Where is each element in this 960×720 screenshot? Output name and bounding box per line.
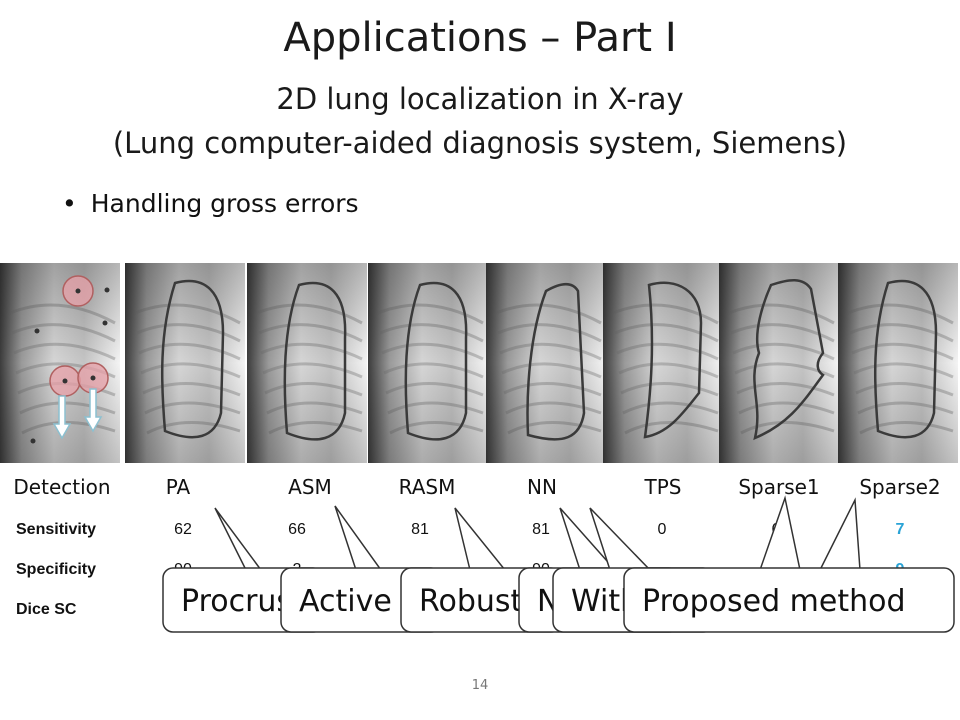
xray-panel-7 bbox=[719, 263, 839, 463]
table-row-label: Sensitivity bbox=[16, 521, 97, 538]
table-row-label: Specificity bbox=[16, 561, 97, 578]
xray-panel-2 bbox=[125, 263, 245, 463]
lung-contour bbox=[283, 281, 347, 441]
bullet-item: • Handling gross errors bbox=[62, 188, 359, 220]
slide-subtitle: 2D lung localization in X-ray bbox=[276, 82, 684, 116]
arrow-down-icon bbox=[52, 395, 72, 440]
lung-contour bbox=[643, 281, 703, 439]
xray-panel-5 bbox=[486, 263, 606, 463]
method-label: PA bbox=[165, 475, 191, 499]
method-label: Sparse2 bbox=[859, 475, 941, 499]
lung-contour bbox=[404, 281, 468, 441]
table-cell: 66 bbox=[288, 521, 306, 538]
lung-contour bbox=[526, 283, 586, 441]
xray-panel-8 bbox=[838, 263, 958, 463]
lung-contour bbox=[753, 279, 825, 441]
method-label: ASM bbox=[288, 475, 332, 499]
table-row-label: Dice SC bbox=[16, 601, 77, 618]
callout-box bbox=[623, 567, 955, 633]
xray-comparison-strip bbox=[0, 263, 958, 463]
landmark-dot bbox=[30, 438, 36, 444]
callout-6: Proposed method bbox=[623, 495, 955, 633]
table-cell: 81 bbox=[532, 521, 550, 538]
method-label: Sparse1 bbox=[738, 475, 820, 499]
bullet-text: Handling gross errors bbox=[90, 189, 359, 218]
table-cell: 0 bbox=[657, 521, 667, 538]
landmark-dot bbox=[102, 320, 108, 326]
page-number: 14 bbox=[471, 678, 489, 693]
table-cell: 7 bbox=[895, 521, 905, 538]
arrow-down-icon bbox=[83, 388, 103, 433]
table-cell: 81 bbox=[411, 521, 429, 538]
table-cell: 62 bbox=[174, 521, 192, 538]
method-label: NN bbox=[527, 475, 557, 499]
method-label: RASM bbox=[398, 475, 456, 499]
method-label: Detection bbox=[13, 475, 111, 499]
landmark-dot bbox=[34, 328, 40, 334]
slide-subtitle-paren: (Lung computer-aided diagnosis system, S… bbox=[112, 126, 848, 160]
bullet-marker: • bbox=[62, 189, 77, 218]
xray-panel-6 bbox=[603, 263, 723, 463]
xray-panel-3 bbox=[247, 263, 367, 463]
method-label: TPS bbox=[644, 475, 682, 499]
xray-panel-1 bbox=[0, 263, 120, 463]
lung-contour bbox=[160, 279, 225, 439]
landmark-dot bbox=[104, 287, 110, 293]
callout-text: Proposed method bbox=[642, 584, 906, 619]
slide-title: Applications – Part I bbox=[283, 15, 677, 61]
xray-panel-4 bbox=[368, 263, 488, 463]
lung-contour bbox=[873, 279, 938, 439]
